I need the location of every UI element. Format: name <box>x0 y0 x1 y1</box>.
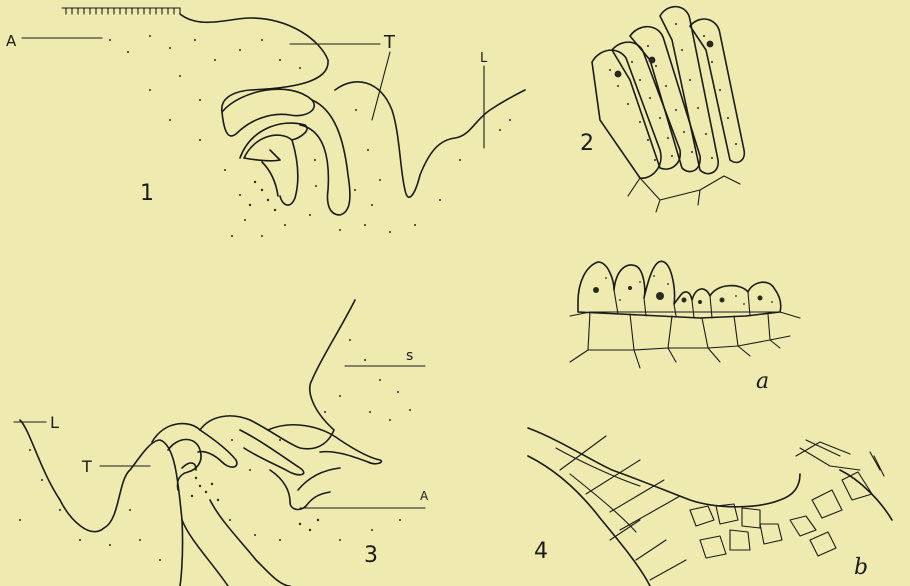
figure-3-label-T: T <box>81 457 92 476</box>
figure-3-outline <box>20 420 183 586</box>
figure-4-small-cells <box>690 472 872 558</box>
figure-3: s L T A 3 <box>14 300 429 586</box>
figure-1-shoot-outline <box>180 14 328 112</box>
figure-1-stipple <box>109 35 511 237</box>
figure-3-lobe-1 <box>198 430 237 467</box>
figure-3-upper-tissue <box>152 300 355 449</box>
figure-2a-sublabel: a <box>756 369 769 394</box>
figure-3-inner-primordia <box>168 440 201 491</box>
figure-1-apex-hairs <box>62 8 180 14</box>
figure-1-central-leaf <box>300 100 350 215</box>
figure-2-cell-5 <box>690 19 744 162</box>
figure-2-cell-1 <box>592 50 661 178</box>
figure-2: 2 <box>580 7 744 212</box>
figure-3-label-A: A <box>420 489 429 503</box>
figure-4: 4 b <box>528 428 892 586</box>
figure-1-label-A: A <box>6 32 17 50</box>
figure-4-elongated-cells <box>556 436 686 580</box>
figure-3-base <box>182 500 290 586</box>
figure-4-number: 4 <box>534 539 548 564</box>
figure-3-stipple <box>19 339 411 561</box>
figure-3-number: 3 <box>364 543 378 568</box>
figure-4-sublabel: b <box>854 555 868 580</box>
figure-2a-basal-layer <box>570 312 800 368</box>
figure-2a: a <box>570 261 800 394</box>
figure-1: A T L 1 <box>6 8 525 237</box>
figure-1-tall-leaf <box>335 82 525 197</box>
figure-3-lower-lobes <box>270 468 340 509</box>
figure-1-label-L: L <box>480 51 488 66</box>
figure-1-number: 1 <box>140 181 154 206</box>
figure-2-cell-4 <box>660 7 718 174</box>
figure-1-primordium-outer <box>222 89 314 136</box>
figure-1-primordium-inner <box>244 135 292 196</box>
figure-2-number: 2 <box>580 131 594 156</box>
figure-3-label-s: s <box>406 348 413 364</box>
figure-3-label-L: L <box>50 413 59 432</box>
figure-2a-cell-row <box>578 261 781 318</box>
figure-4-outer-wall-2 <box>528 456 650 586</box>
figure-2-basal-cells <box>628 176 740 212</box>
figure-4-outer-wall <box>528 428 800 507</box>
figure-1-label-T: T <box>383 32 396 53</box>
figure-3-lobe-2 <box>240 430 304 475</box>
